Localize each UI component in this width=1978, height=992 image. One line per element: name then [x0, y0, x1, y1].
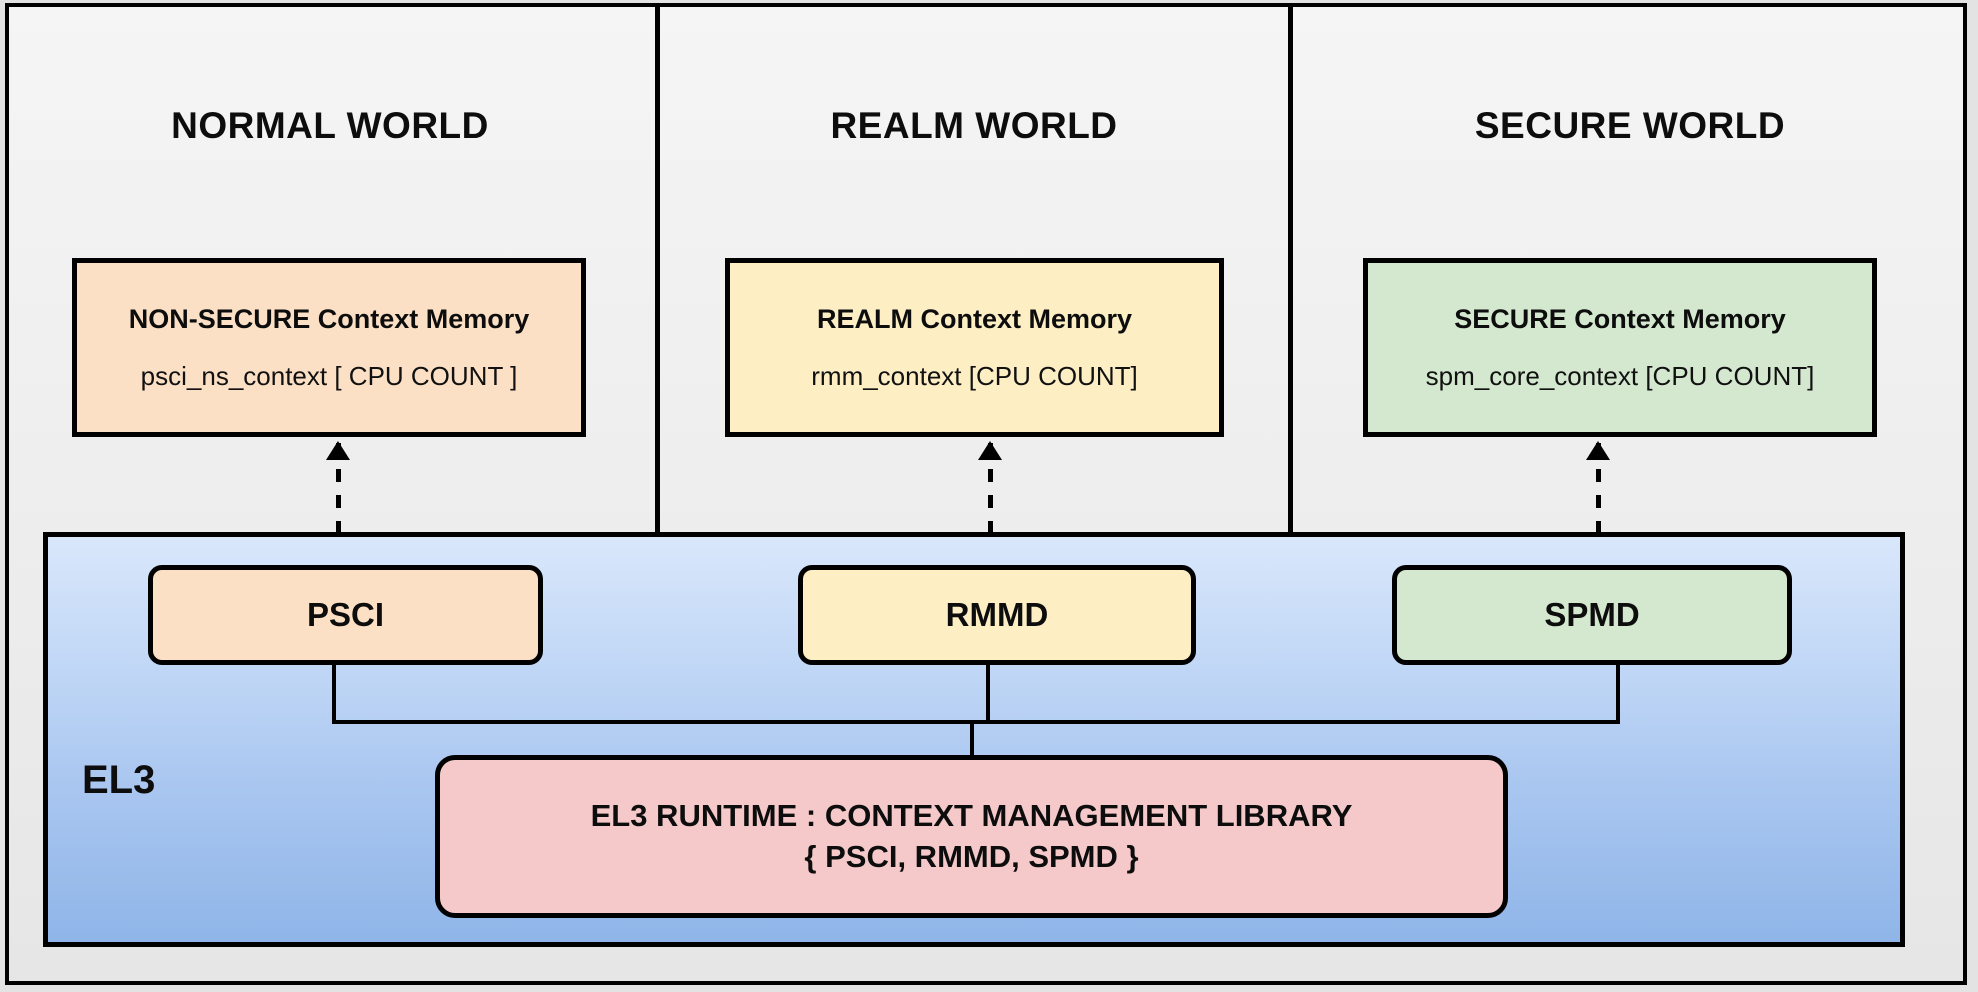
world-title-secure: SECURE WORLD — [1474, 105, 1786, 146]
context-memory-subtitle-non-secure: psci_ns_context [ CPU COUNT ] — [140, 360, 518, 391]
connector-horizontal-bus — [332, 720, 1620, 724]
context-memory-box-non-secure[interactable]: NON-SECURE Context Memory psci_ns_contex… — [72, 258, 586, 437]
context-memory-title-realm: REALM Context Memory — [816, 303, 1133, 334]
world-column-realm: REALM WORLD — [660, 5, 1293, 535]
dashed-connector-non-secure — [336, 443, 341, 551]
connector-drop-to-runtime — [970, 720, 974, 760]
arrow-up-non-secure — [326, 441, 350, 460]
dispatcher-box-spmd[interactable]: SPMD — [1392, 565, 1792, 665]
runtime-library-line-2: { PSCI, RMMD, SPMD } — [804, 838, 1139, 874]
context-memory-box-secure[interactable]: SECURE Context Memory spm_core_context [… — [1363, 258, 1877, 437]
dispatcher-label-rmmd: RMMD — [945, 596, 1049, 633]
dashed-connector-realm — [988, 443, 993, 551]
context-memory-title-secure: SECURE Context Memory — [1454, 303, 1786, 334]
context-memory-subtitle-secure: spm_core_context [CPU COUNT] — [1425, 360, 1815, 391]
arrow-up-secure — [1586, 441, 1610, 460]
world-title-realm: REALM WORLD — [830, 105, 1118, 146]
el3-runtime-library-box[interactable]: EL3 RUNTIME : CONTEXT MANAGEMENT LIBRARY… — [435, 755, 1508, 918]
world-column-secure: SECURE WORLD — [1293, 5, 1967, 535]
dashed-connector-secure — [1596, 443, 1601, 551]
dispatcher-label-spmd: SPMD — [1544, 596, 1640, 633]
runtime-library-line-1: EL3 RUNTIME : CONTEXT MANAGEMENT LIBRARY — [590, 797, 1353, 833]
dispatcher-box-rmmd[interactable]: RMMD — [798, 565, 1196, 665]
dispatcher-label-psci: PSCI — [306, 596, 385, 633]
arrow-up-realm — [978, 441, 1002, 460]
dispatcher-box-psci[interactable]: PSCI — [148, 565, 543, 665]
world-column-normal: NORMAL WORLD — [5, 5, 660, 535]
el3-label: EL3 — [82, 758, 156, 802]
context-memory-title-non-secure: NON-SECURE Context Memory — [128, 303, 530, 334]
connector-stub-spmd — [1616, 663, 1620, 724]
context-memory-subtitle-realm: rmm_context [CPU COUNT] — [811, 360, 1138, 391]
connector-stub-rmmd — [986, 663, 990, 724]
connector-stub-psci — [332, 663, 336, 724]
context-memory-box-realm[interactable]: REALM Context Memory rmm_context [CPU CO… — [725, 258, 1224, 437]
world-title-normal: NORMAL WORLD — [171, 105, 489, 146]
